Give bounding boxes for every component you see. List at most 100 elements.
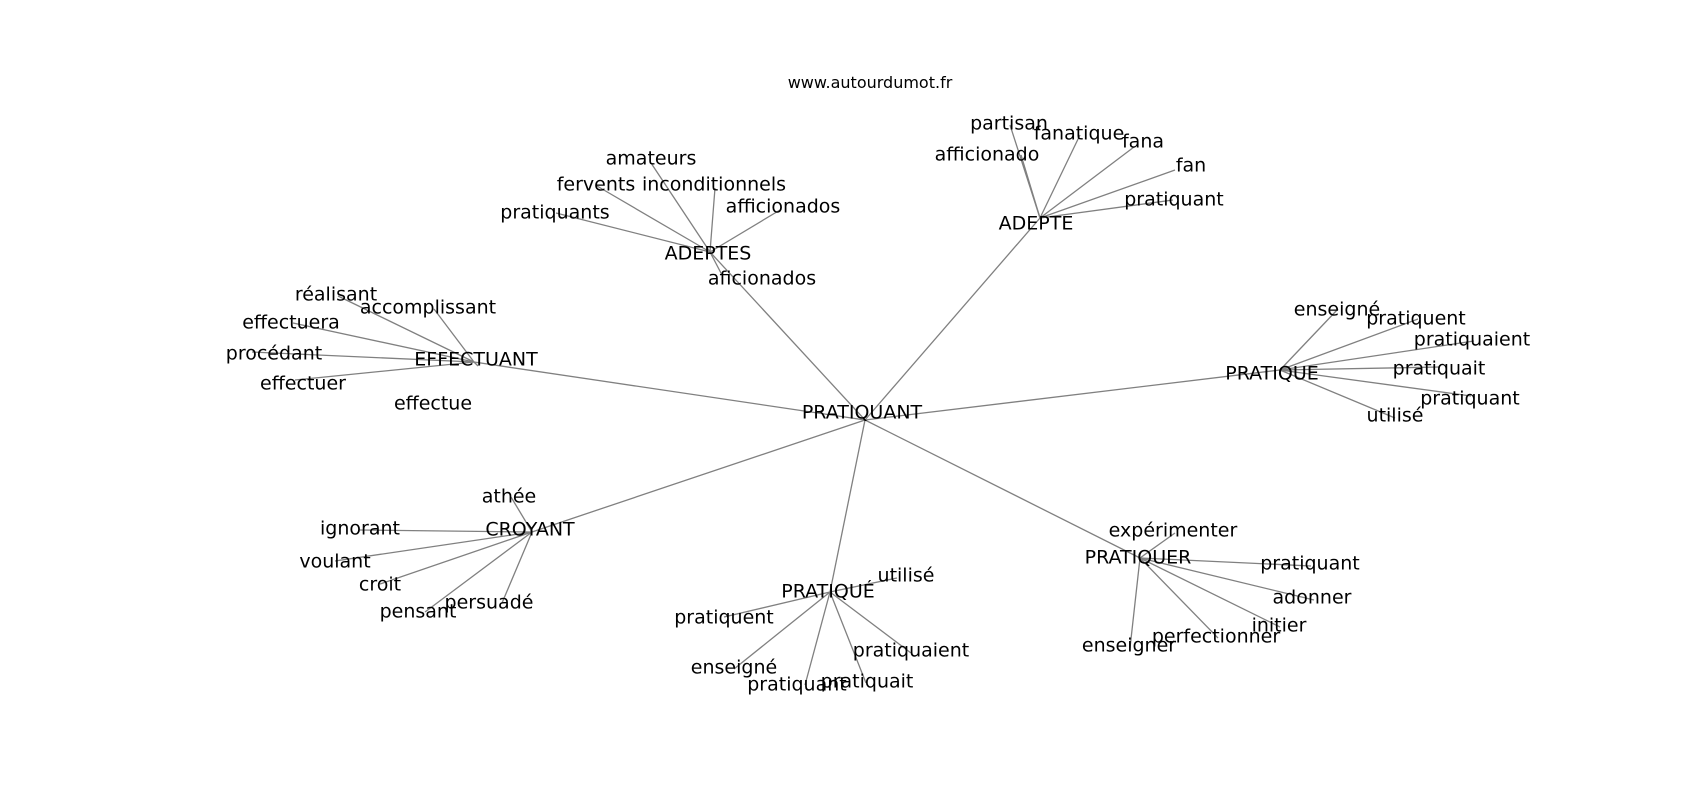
word-node: athée bbox=[482, 486, 537, 508]
edge bbox=[473, 361, 479, 367]
edge bbox=[804, 591, 831, 686]
edge bbox=[864, 217, 1041, 421]
word-node: initier bbox=[1252, 615, 1307, 637]
edges bbox=[251, 124, 1475, 686]
edge bbox=[531, 419, 866, 533]
word-node: expérimenter bbox=[1109, 520, 1238, 542]
word-node: perfectionner bbox=[1152, 626, 1281, 648]
hub-node: EFFECTUANT bbox=[414, 349, 538, 371]
word-node: adonner bbox=[1273, 587, 1352, 609]
edge bbox=[723, 591, 831, 618]
word-node: effectue bbox=[394, 393, 472, 415]
word-node: pratiquent bbox=[1366, 308, 1466, 330]
edge bbox=[1039, 169, 1176, 219]
edge bbox=[251, 351, 475, 363]
word-node: amateurs bbox=[606, 148, 697, 170]
edge bbox=[501, 531, 533, 604]
edge bbox=[334, 531, 533, 562]
word-node: pensant bbox=[380, 601, 457, 623]
hub-node: PRATIQUÉ bbox=[781, 580, 875, 603]
edge bbox=[864, 419, 1141, 559]
word-node: fervents bbox=[557, 174, 636, 196]
word-node: pratiquant bbox=[1260, 553, 1359, 575]
word-node: enseigner bbox=[1082, 635, 1176, 657]
word-node: procédant bbox=[226, 343, 322, 365]
word-node: fana bbox=[1122, 131, 1164, 153]
word-node: utilisé bbox=[878, 565, 935, 587]
word-node: croit bbox=[359, 574, 401, 596]
word-node: pratiquants bbox=[500, 202, 609, 224]
word-node: pratiquait bbox=[1393, 358, 1486, 380]
edge bbox=[1279, 318, 1419, 371]
edge bbox=[294, 361, 475, 381]
edge bbox=[1279, 366, 1441, 371]
edge bbox=[1020, 154, 1041, 219]
source-label: www.autourdumot.fr bbox=[788, 73, 953, 92]
edge bbox=[1139, 557, 1281, 628]
edge bbox=[379, 531, 533, 585]
word-node: pratiquait bbox=[821, 671, 914, 693]
word-node: aficionados bbox=[708, 268, 816, 290]
word-node: inconditionnels bbox=[642, 174, 786, 196]
hub-node: ADEPTES bbox=[665, 243, 752, 265]
word-node: voulant bbox=[299, 551, 370, 573]
edge bbox=[1279, 369, 1472, 397]
edge bbox=[709, 251, 866, 421]
node-labels: PRATIQUANT ADEPTES amateurs fervents incondi… bbox=[226, 113, 1530, 696]
edge bbox=[424, 531, 533, 613]
edge bbox=[709, 187, 716, 253]
word-node: pratiquant bbox=[747, 674, 846, 696]
word-node: enseigné bbox=[1294, 299, 1380, 321]
word-node: pratiquant bbox=[1124, 189, 1223, 211]
edge bbox=[596, 185, 711, 253]
word-node: fan bbox=[1176, 155, 1206, 177]
hub-node: ADEPTE bbox=[999, 213, 1074, 235]
edge bbox=[829, 591, 912, 654]
edge bbox=[829, 419, 866, 593]
edge bbox=[1139, 532, 1176, 559]
word-node: ignorant bbox=[320, 518, 400, 540]
edge bbox=[555, 212, 711, 253]
edge bbox=[1129, 557, 1141, 649]
edge bbox=[733, 591, 831, 670]
edge bbox=[337, 295, 475, 363]
word-node: effectuer bbox=[260, 373, 346, 395]
word-node: partisan bbox=[970, 113, 1048, 135]
word-node: fanatique bbox=[1034, 123, 1125, 145]
edge bbox=[292, 322, 475, 363]
word-node: réalisant bbox=[295, 284, 377, 306]
edge bbox=[709, 251, 723, 276]
center-node: PRATIQUANT bbox=[802, 402, 923, 424]
word-node: effectuera bbox=[242, 312, 340, 334]
hub-node: PRATIQUE bbox=[1225, 363, 1319, 385]
edge bbox=[473, 361, 866, 421]
edge bbox=[829, 577, 898, 593]
edge bbox=[1279, 369, 1396, 419]
word-node: persuadé bbox=[445, 592, 534, 614]
edge bbox=[1139, 557, 1312, 567]
edge bbox=[1039, 199, 1174, 219]
edge bbox=[1139, 557, 1219, 639]
word-node: enseigné bbox=[691, 657, 777, 679]
word-node: pratiquant bbox=[1420, 388, 1519, 410]
edge bbox=[1279, 340, 1475, 371]
word-node: afficionado bbox=[935, 144, 1040, 166]
word-node: pratiquent bbox=[674, 607, 774, 629]
edge bbox=[1279, 308, 1339, 371]
edge bbox=[359, 529, 533, 533]
edge bbox=[829, 591, 867, 684]
word-node: accomplissant bbox=[360, 297, 496, 319]
hub-node: PRATIQUER bbox=[1085, 547, 1192, 569]
word-node: pratiquaient bbox=[853, 640, 969, 662]
edge bbox=[433, 308, 475, 363]
edge bbox=[1139, 557, 1315, 601]
edge bbox=[864, 369, 1281, 421]
word-node: utilisé bbox=[1367, 405, 1424, 427]
hub-node: CROYANT bbox=[485, 519, 575, 541]
edge bbox=[510, 496, 533, 533]
edge bbox=[650, 162, 711, 253]
edge bbox=[709, 209, 781, 253]
edge bbox=[1039, 134, 1081, 219]
word-node: pratiquaient bbox=[1414, 329, 1530, 351]
